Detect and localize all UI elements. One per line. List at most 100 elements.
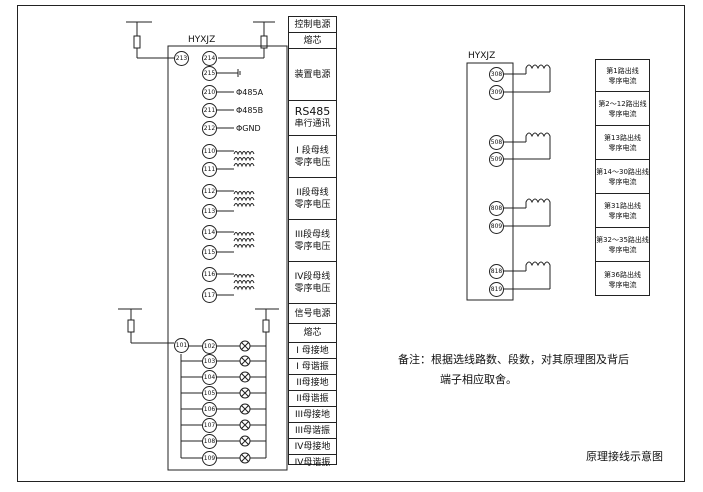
table-cell-line: 零序电流 bbox=[608, 76, 637, 85]
table-cell-line: RS485 bbox=[294, 105, 331, 118]
table-cell: I 母接地 bbox=[289, 343, 336, 359]
terminal: 808 bbox=[489, 201, 504, 216]
table-cell-line: 熔芯 bbox=[303, 328, 322, 338]
table-cell: III段母线零序电压 bbox=[289, 220, 336, 262]
table-cell-line: 零序电压 bbox=[294, 199, 331, 210]
table-cell: 第1路出线零序电流 bbox=[596, 60, 649, 92]
terminal: 110 bbox=[202, 144, 217, 159]
terminal: 116 bbox=[202, 267, 217, 282]
terminal: 111 bbox=[202, 162, 217, 177]
terminal: 112 bbox=[202, 184, 217, 199]
terminal: 107 bbox=[202, 418, 217, 433]
terminal: 114 bbox=[202, 225, 217, 240]
table-cell-line: 第13路出线 bbox=[604, 133, 641, 142]
terminal: 101 bbox=[174, 338, 189, 353]
comm-label-gnd: ΦGND bbox=[236, 124, 261, 133]
table-cell-line: 第1路出线 bbox=[606, 66, 639, 75]
pt-coils bbox=[233, 151, 255, 291]
comm-label-485b: Φ485B bbox=[236, 106, 264, 115]
terminal: 109 bbox=[202, 451, 217, 466]
terminal: 809 bbox=[489, 219, 504, 234]
table-cell-line: 第36路出线 bbox=[604, 270, 641, 279]
table-cell: 第14～30路出线零序电流 bbox=[596, 160, 649, 194]
fuse-left-bottom bbox=[127, 319, 135, 333]
terminal: 212 bbox=[202, 121, 217, 136]
table-cell: 装置电源 bbox=[289, 49, 336, 101]
table-cell: III母接地 bbox=[289, 407, 336, 423]
table-cell-line: 装置电源 bbox=[294, 69, 331, 80]
table-cell: 第31路出线零序电流 bbox=[596, 194, 649, 228]
signal-lamps bbox=[239, 340, 251, 464]
table-cell-line: 控制电源 bbox=[294, 19, 331, 30]
table-cell-line: IV母接地 bbox=[294, 441, 331, 452]
table-cell-line: 熔芯 bbox=[303, 35, 322, 46]
terminal: 106 bbox=[202, 402, 217, 417]
terminal: 214 bbox=[202, 51, 217, 66]
table-cell: IV母谐振 bbox=[289, 455, 336, 471]
terminal: 818 bbox=[489, 264, 504, 279]
terminal: 210 bbox=[202, 85, 217, 100]
table-cell-line: 零序电压 bbox=[294, 283, 331, 294]
table-cell: 第36路出线零序电流 bbox=[596, 262, 649, 297]
table-cell-line: II母接地 bbox=[296, 377, 329, 388]
note-line-2: 端子相应取舍。 bbox=[440, 373, 517, 386]
table-cell: 熔芯 bbox=[289, 33, 336, 49]
table-cell-line: 信号电源 bbox=[294, 308, 331, 319]
terminal: 509 bbox=[489, 152, 504, 167]
ct-coils bbox=[525, 64, 551, 289]
table-cell-line: III母接地 bbox=[295, 409, 330, 420]
drawing-frame bbox=[17, 5, 685, 482]
terminal: 215 bbox=[202, 66, 217, 81]
table-cell-line: I 母接地 bbox=[296, 345, 329, 356]
table-cell-line: 串行通讯 bbox=[294, 119, 331, 129]
table-cell: I 段母线零序电压 bbox=[289, 136, 336, 178]
table-cell-line: 零序电流 bbox=[608, 109, 637, 118]
terminal: 113 bbox=[202, 204, 217, 219]
terminal: 819 bbox=[489, 282, 504, 297]
table-cell: IV母接地 bbox=[289, 439, 336, 455]
table-cell-line: 第2～12路出线 bbox=[598, 99, 647, 108]
table-cell-line: 零序电压 bbox=[294, 241, 331, 252]
table-cell-line: II段母线 bbox=[296, 187, 329, 198]
terminal: 508 bbox=[489, 135, 504, 150]
table-cell-line: III母谐振 bbox=[295, 425, 330, 436]
table-cell-line: 零序电流 bbox=[608, 211, 637, 220]
right-function-table: 第1路出线零序电流第2～12路出线零序电流第13路出线零序电流第14～30路出线… bbox=[595, 59, 650, 296]
terminal: 309 bbox=[489, 85, 504, 100]
fuse-right-bottom bbox=[262, 319, 270, 333]
terminal: 108 bbox=[202, 434, 217, 449]
table-cell-line: 第14～30路出线 bbox=[596, 167, 649, 176]
table-cell-line: IV段母线 bbox=[294, 271, 331, 282]
table-cell-line: IV母谐振 bbox=[294, 458, 331, 468]
table-cell: I 母谐振 bbox=[289, 359, 336, 375]
right-device-box bbox=[466, 62, 514, 301]
terminal: 308 bbox=[489, 67, 504, 82]
table-cell: 信号电源 bbox=[289, 304, 336, 324]
table-cell-line: III段母线 bbox=[295, 229, 330, 240]
table-cell: III母谐振 bbox=[289, 423, 336, 439]
fuse-left-top bbox=[133, 35, 141, 49]
table-cell: 控制电源 bbox=[289, 17, 336, 33]
right-device-name: HYXJZ bbox=[468, 51, 496, 61]
terminal: 102 bbox=[202, 339, 217, 354]
table-cell: II段母线零序电压 bbox=[289, 178, 336, 220]
table-cell: 第2～12路出线零序电流 bbox=[596, 92, 649, 126]
table-cell-line: II母谐振 bbox=[296, 393, 329, 404]
table-cell-line: 零序电压 bbox=[294, 157, 331, 168]
table-cell-line: 零序电流 bbox=[608, 177, 637, 186]
table-cell-line: 第31路出线 bbox=[604, 201, 641, 210]
terminal: 211 bbox=[202, 103, 217, 118]
comm-label-485a: Φ485A bbox=[236, 88, 264, 97]
table-cell: 熔芯 bbox=[289, 324, 336, 343]
note-line-1: 备注：根据选线路数、段数，对其原理图及背后 bbox=[398, 353, 629, 366]
terminal: 105 bbox=[202, 386, 217, 401]
table-cell: II母谐振 bbox=[289, 391, 336, 407]
table-cell: II母接地 bbox=[289, 375, 336, 391]
table-cell-line: I 母谐振 bbox=[296, 361, 329, 372]
table-cell-line: I 段母线 bbox=[296, 145, 329, 156]
terminal: 213 bbox=[174, 51, 189, 66]
table-cell-line: 零序电流 bbox=[608, 143, 637, 152]
